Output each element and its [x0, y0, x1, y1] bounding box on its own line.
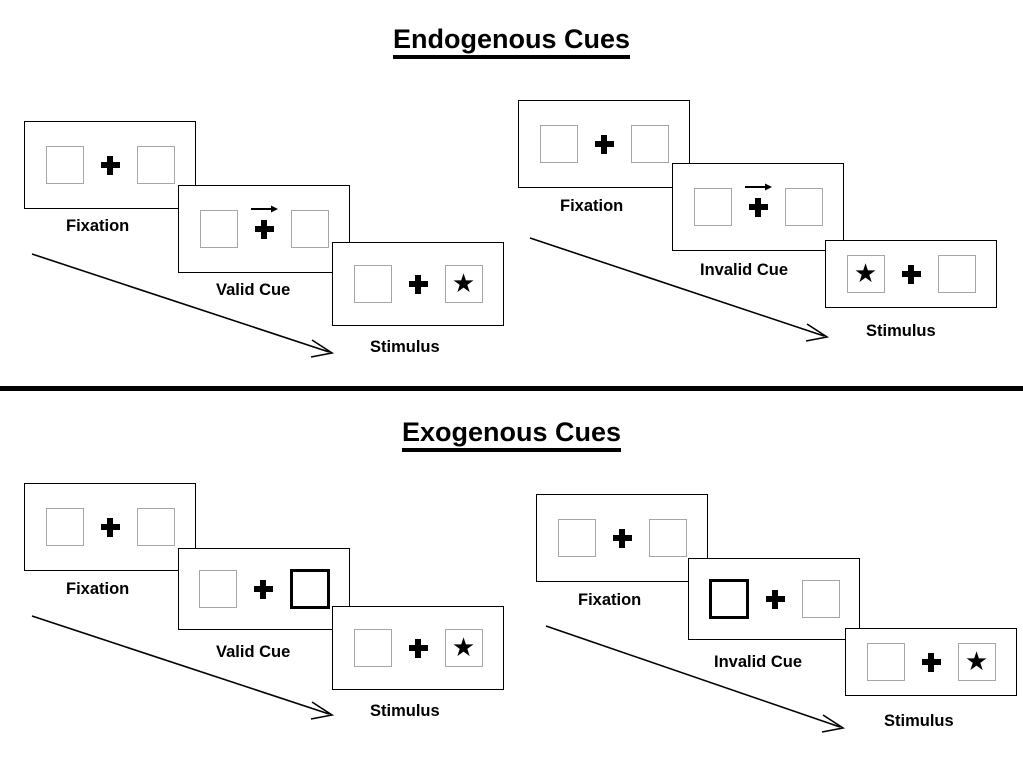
caption-endogenous-invalid-cue: Invalid Cue	[700, 261, 789, 279]
caption-endogenous-valid-cue: Valid Cue	[216, 281, 291, 299]
caption-endogenous-invalid-stimulus: Stimulus	[866, 322, 936, 340]
box-right	[290, 210, 329, 248]
arrow-right-icon	[745, 183, 772, 190]
box-left	[199, 210, 238, 248]
fixation-cross-icon	[101, 156, 120, 175]
star-icon: ★	[451, 269, 476, 299]
section-title-exogenous-text: Exogenous Cues	[401, 417, 622, 452]
box-left	[45, 508, 84, 546]
panel-exogenous-invalid-stimulus: ★	[845, 628, 1017, 696]
section-divider	[0, 386, 1023, 391]
caption-endogenous-valid-stimulus: Stimulus	[370, 338, 440, 356]
fixation-cross-icon	[101, 518, 120, 537]
section-title-endogenous-text: Endogenous Cues	[392, 24, 630, 59]
fixation-cross-icon	[745, 183, 772, 217]
panel-endogenous-invalid-fixation	[518, 100, 690, 188]
box-left	[353, 265, 392, 303]
panel-endogenous-invalid-cue	[672, 163, 844, 251]
star-icon: ★	[853, 259, 878, 289]
box-left	[198, 570, 237, 608]
caption-exogenous-valid-fixation: Fixation	[66, 580, 130, 598]
panel-endogenous-invalid-stimulus: ★	[825, 240, 997, 308]
star-icon: ★	[451, 633, 476, 663]
fixation-cross-icon	[409, 275, 428, 294]
box-right	[630, 125, 669, 163]
box-left	[693, 188, 732, 226]
caption-exogenous-invalid-cue: Invalid Cue	[714, 653, 803, 671]
fixation-cross-icon	[254, 580, 273, 599]
fixation-cross-icon	[766, 590, 785, 609]
box-left	[866, 643, 905, 681]
fixation-cross-icon	[409, 639, 428, 658]
box-right: ★	[444, 629, 483, 667]
box-right	[937, 255, 976, 293]
arrow-right-icon	[251, 205, 278, 212]
box-right-cued	[289, 569, 330, 609]
section-title-exogenous: Exogenous Cues	[0, 417, 1023, 452]
box-left	[45, 146, 84, 184]
panel-exogenous-valid-stimulus: ★	[332, 606, 504, 690]
box-left	[557, 519, 596, 557]
box-right	[648, 519, 687, 557]
panel-endogenous-valid-cue	[178, 185, 350, 273]
fixation-cross-icon	[922, 653, 941, 672]
panel-exogenous-valid-cue	[178, 548, 350, 630]
box-left: ★	[846, 255, 885, 293]
box-right: ★	[444, 265, 483, 303]
panel-exogenous-invalid-cue	[688, 558, 860, 640]
box-left	[353, 629, 392, 667]
box-right: ★	[957, 643, 996, 681]
fixation-cross-icon	[613, 529, 632, 548]
caption-endogenous-valid-fixation: Fixation	[66, 217, 130, 235]
section-title-endogenous: Endogenous Cues	[0, 24, 1023, 59]
caption-exogenous-invalid-stimulus: Stimulus	[884, 712, 954, 730]
fixation-cross-icon	[251, 205, 278, 239]
box-right	[136, 146, 175, 184]
fixation-cross-icon	[902, 265, 921, 284]
box-left-cued	[708, 579, 749, 619]
panel-endogenous-valid-fixation	[24, 121, 196, 209]
caption-exogenous-valid-cue: Valid Cue	[216, 643, 291, 661]
caption-exogenous-invalid-fixation: Fixation	[578, 591, 642, 609]
fixation-cross-icon	[595, 135, 614, 154]
caption-endogenous-invalid-fixation: Fixation	[560, 197, 624, 215]
panel-exogenous-valid-fixation	[24, 483, 196, 571]
box-right	[801, 580, 840, 618]
panel-endogenous-valid-stimulus: ★	[332, 242, 504, 326]
caption-exogenous-valid-stimulus: Stimulus	[370, 702, 440, 720]
star-icon: ★	[964, 647, 989, 677]
panel-exogenous-invalid-fixation	[536, 494, 708, 582]
box-right	[784, 188, 823, 226]
box-right	[136, 508, 175, 546]
box-left	[539, 125, 578, 163]
